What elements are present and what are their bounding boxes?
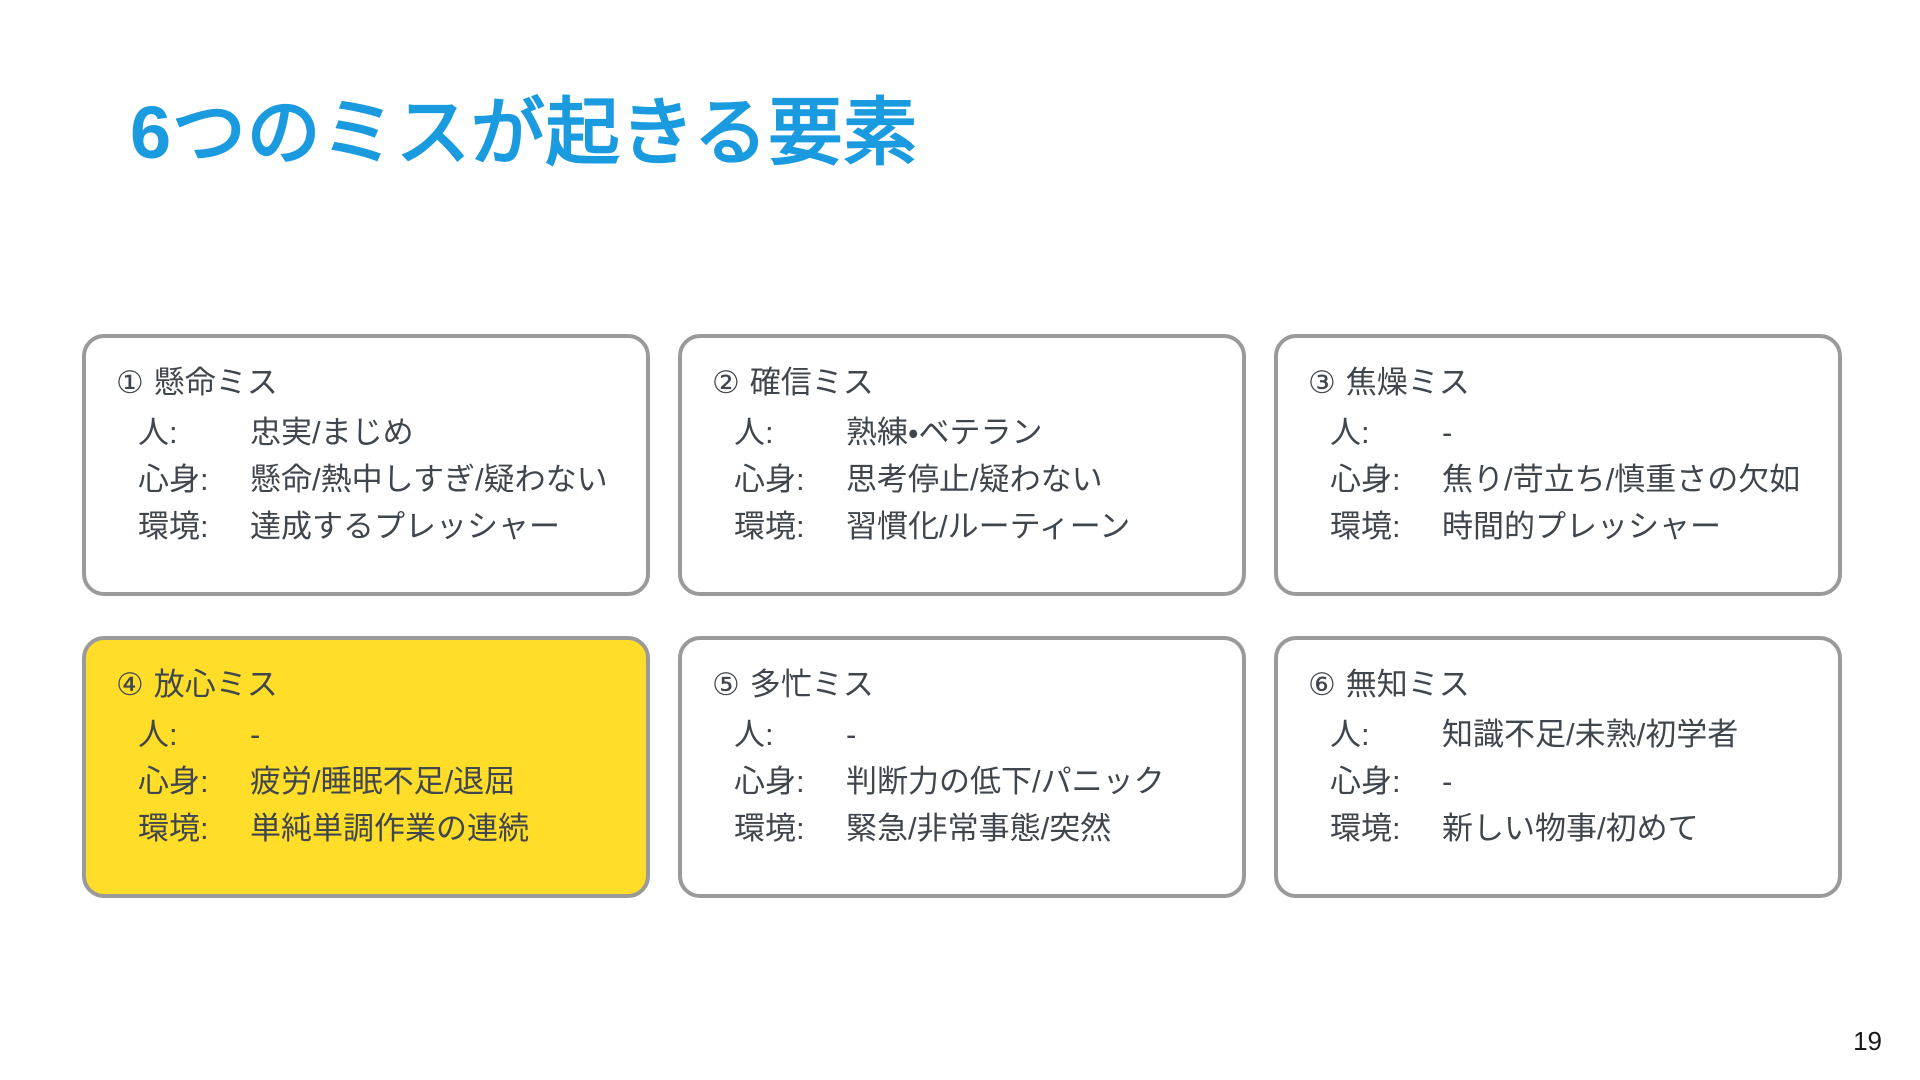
mistake-card-6-row-person: 人: 知識不足/未熟/初学者 xyxy=(1330,711,1838,758)
mistake-card-3[interactable]: ③ 焦燥ミス 人: - 心身: 焦り/苛立ち/慎重さの欠如 環境: 時間的プレッシ… xyxy=(1274,334,1842,596)
mistake-factor-card-grid: ① 懸命ミス 人: 忠実/まじめ 心身: 懸命/熱中しすぎ/疑わない 環境: 達成… xyxy=(82,334,1842,898)
mistake-card-5-row-mind-body: 心身: 判断力の低下/パニック xyxy=(734,758,1242,805)
mistake-card-6-row-mind-body: 心身: - xyxy=(1330,758,1838,805)
row-value-person: - xyxy=(846,716,857,752)
mistake-card-4-heading: ④ 放心ミス xyxy=(116,666,646,705)
row-label-environment: 環境: xyxy=(1330,508,1401,544)
mistake-card-5-name: 多忙ミス xyxy=(749,667,874,702)
row-label-mind-body: 心身: xyxy=(734,461,805,497)
row-value-environment: 単純単調作業の連続 xyxy=(250,810,529,846)
row-label-mind-body: 心身: xyxy=(734,763,805,799)
row-label-person: 人: xyxy=(1330,716,1370,752)
mistake-card-2-name: 確信ミス xyxy=(749,365,874,400)
row-value-mind-body: 懸命/熱中しすぎ/疑わない xyxy=(250,461,608,497)
mistake-card-3-row-mind-body: 心身: 焦り/苛立ち/慎重さの欠如 xyxy=(1330,456,1838,503)
row-value-person: 忠実/まじめ xyxy=(250,414,414,450)
row-value-environment: 習慣化/ルーティーン xyxy=(846,508,1131,544)
mistake-card-3-heading: ③ 焦燥ミス xyxy=(1308,364,1838,403)
mistake-card-3-rows: 人: - 心身: 焦り/苛立ち/慎重さの欠如 環境: 時間的プレッシャー xyxy=(1308,409,1838,550)
mistake-card-1-row-environment: 環境: 達成するプレッシャー xyxy=(138,503,646,550)
mistake-card-2-row-environment: 環境: 習慣化/ルーティーン xyxy=(734,503,1242,550)
mistake-card-6-row-environment: 環境: 新しい物事/初めて xyxy=(1330,805,1838,852)
row-value-mind-body: 判断力の低下/パニック xyxy=(846,763,1165,799)
mistake-card-3-row-environment: 環境: 時間的プレッシャー xyxy=(1330,503,1838,550)
mistake-card-6-name: 無知ミス xyxy=(1345,667,1470,702)
mistake-card-6[interactable]: ⑥ 無知ミス 人: 知識不足/未熟/初学者 心身: - 環境: 新しい物事/初めて xyxy=(1274,636,1842,898)
row-label-environment: 環境: xyxy=(734,810,805,846)
row-label-mind-body: 心身: xyxy=(138,763,209,799)
row-value-mind-body: 焦り/苛立ち/慎重さの欠如 xyxy=(1442,461,1801,497)
mistake-card-6-heading: ⑥ 無知ミス xyxy=(1308,666,1838,705)
mistake-card-5-heading: ⑤ 多忙ミス xyxy=(712,666,1242,705)
mistake-card-1-row-person: 人: 忠実/まじめ xyxy=(138,409,646,456)
page-number: 19 xyxy=(1853,1026,1882,1056)
mistake-card-3-name: 焦燥ミス xyxy=(1345,365,1470,400)
row-value-person: 知識不足/未熟/初学者 xyxy=(1442,716,1739,752)
mistake-card-6-number: ⑥ xyxy=(1308,667,1336,702)
row-label-environment: 環境: xyxy=(138,508,209,544)
row-label-mind-body: 心身: xyxy=(1330,461,1401,497)
mistake-card-5-number: ⑤ xyxy=(712,667,740,702)
mistake-card-3-number: ③ xyxy=(1308,365,1336,400)
row-label-environment: 環境: xyxy=(138,810,209,846)
mistake-card-1-number: ① xyxy=(116,365,144,400)
mistake-card-4-row-mind-body: 心身: 疲労/睡眠不足/退屈 xyxy=(138,758,646,805)
mistake-card-1-row-mind-body: 心身: 懸命/熱中しすぎ/疑わない xyxy=(138,456,646,503)
mistake-card-2-row-mind-body: 心身: 思考停止/疑わない xyxy=(734,456,1242,503)
mistake-card-4-number: ④ xyxy=(116,667,144,702)
row-value-environment: 時間的プレッシャー xyxy=(1442,508,1721,544)
mistake-card-5-rows: 人: - 心身: 判断力の低下/パニック 環境: 緊急/非常事態/突然 xyxy=(712,711,1242,852)
mistake-card-4-row-environment: 環境: 単純単調作業の連続 xyxy=(138,805,646,852)
row-value-environment: 達成するプレッシャー xyxy=(250,508,560,544)
row-label-mind-body: 心身: xyxy=(138,461,209,497)
mistake-card-5-row-person: 人: - xyxy=(734,711,1242,758)
mistake-card-3-row-person: 人: - xyxy=(1330,409,1838,456)
mistake-card-2-heading: ② 確信ミス xyxy=(712,364,1242,403)
row-value-person: 熟練・ベテラン xyxy=(846,414,1043,450)
mistake-card-1-heading: ① 懸命ミス xyxy=(116,364,646,403)
row-value-environment: 新しい物事/初めて xyxy=(1442,810,1699,846)
row-label-environment: 環境: xyxy=(734,508,805,544)
row-label-person: 人: xyxy=(138,716,178,752)
row-value-mind-body: 思考停止/疑わない xyxy=(846,461,1103,497)
mistake-card-4[interactable]: ④ 放心ミス 人: - 心身: 疲労/睡眠不足/退屈 環境: 単純単調作業の連続 xyxy=(82,636,650,898)
row-label-environment: 環境: xyxy=(1330,810,1401,846)
page-title: 6つのミスが起きる要素 xyxy=(130,91,918,174)
mistake-card-4-name: 放心ミス xyxy=(153,667,278,702)
row-value-mind-body: - xyxy=(1442,763,1453,799)
row-value-person: - xyxy=(250,716,261,752)
mistake-card-1-rows: 人: 忠実/まじめ 心身: 懸命/熱中しすぎ/疑わない 環境: 達成するプレッシ… xyxy=(116,409,646,550)
row-label-person: 人: xyxy=(734,414,774,450)
mistake-card-1[interactable]: ① 懸命ミス 人: 忠実/まじめ 心身: 懸命/熱中しすぎ/疑わない 環境: 達成… xyxy=(82,334,650,596)
row-value-person: - xyxy=(1442,414,1453,450)
mistake-card-1-name: 懸命ミス xyxy=(153,365,278,400)
mistake-card-6-rows: 人: 知識不足/未熟/初学者 心身: - 環境: 新しい物事/初めて xyxy=(1308,711,1838,852)
row-value-mind-body: 疲労/睡眠不足/退屈 xyxy=(250,763,516,799)
row-label-person: 人: xyxy=(138,414,178,450)
row-label-person: 人: xyxy=(1330,414,1370,450)
mistake-card-4-row-person: 人: - xyxy=(138,711,646,758)
mistake-card-2-rows: 人: 熟練・ベテラン 心身: 思考停止/疑わない 環境: 習慣化/ルーティーン xyxy=(712,409,1242,550)
mistake-card-2[interactable]: ② 確信ミス 人: 熟練・ベテラン 心身: 思考停止/疑わない 環境: 習慣化/ル… xyxy=(678,334,1246,596)
mistake-card-5-row-environment: 環境: 緊急/非常事態/突然 xyxy=(734,805,1242,852)
mistake-card-5[interactable]: ⑤ 多忙ミス 人: - 心身: 判断力の低下/パニック 環境: 緊急/非常事態/突… xyxy=(678,636,1246,898)
row-label-person: 人: xyxy=(734,716,774,752)
mistake-card-2-number: ② xyxy=(712,365,740,400)
row-value-environment: 緊急/非常事態/突然 xyxy=(846,810,1112,846)
mistake-card-4-rows: 人: - 心身: 疲労/睡眠不足/退屈 環境: 単純単調作業の連続 xyxy=(116,711,646,852)
mistake-card-2-row-person: 人: 熟練・ベテラン xyxy=(734,409,1242,456)
row-label-mind-body: 心身: xyxy=(1330,763,1401,799)
